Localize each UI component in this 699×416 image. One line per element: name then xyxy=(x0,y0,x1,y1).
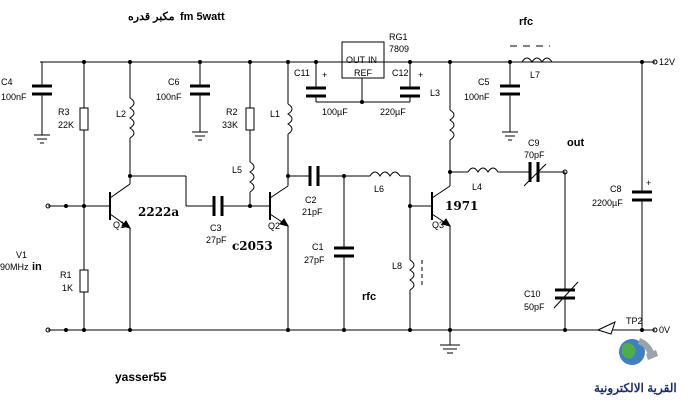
c6-name: C6 xyxy=(168,77,180,87)
ground-rail-label: 0V xyxy=(659,325,670,335)
c5-name: C5 xyxy=(478,77,490,87)
l3-name: L3 xyxy=(430,88,440,98)
c5-value: 100nF xyxy=(464,92,490,102)
c11-value: 100µF xyxy=(322,107,348,117)
watermark-text: القرية الالكترونية xyxy=(594,381,677,396)
c10-value: 50pF xyxy=(524,302,545,312)
supply-rail-label: 12V xyxy=(659,57,675,67)
q1-part: 2222a xyxy=(138,205,179,219)
out-label: out xyxy=(567,137,584,149)
v1-value: 90MHz xyxy=(0,262,29,272)
c11-plus: + xyxy=(322,70,327,80)
c9-name: C9 xyxy=(528,138,540,148)
c12-value: 220µF xyxy=(380,107,406,117)
c10-name: C10 xyxy=(524,289,541,299)
rg1-value: 7809 xyxy=(389,44,409,54)
c8-value: 2200µF xyxy=(592,198,623,208)
regulator-box xyxy=(341,41,385,79)
r1-name: R1 xyxy=(60,270,72,280)
author-label: yasser55 xyxy=(115,370,167,384)
l8-name: L8 xyxy=(392,261,402,271)
title-arabic: مكبر قدره xyxy=(128,11,175,23)
c1-name: C1 xyxy=(312,242,324,252)
rg1-name: RG1 xyxy=(389,32,408,42)
tp2-name: TP2 xyxy=(626,316,643,326)
rg1-pin-out: OUT xyxy=(346,55,366,65)
q1-name: Q1 xyxy=(113,220,125,230)
l6-name: L6 xyxy=(374,184,384,194)
q2-name: Q2 xyxy=(268,221,280,231)
wires xyxy=(32,41,658,354)
c1-value: 27pF xyxy=(304,255,325,265)
l4-name: L4 xyxy=(472,182,482,192)
input-label: in xyxy=(32,261,42,273)
r2-value: 33K xyxy=(222,120,238,130)
l7-name: L7 xyxy=(530,70,540,80)
r3-value: 22K xyxy=(58,120,74,130)
l1-name: L1 xyxy=(270,109,280,119)
c8-name: C8 xyxy=(610,184,622,194)
l5-name: L5 xyxy=(232,165,242,175)
v1-name: V1 xyxy=(16,250,27,260)
rfc-top-label: rfc xyxy=(519,16,533,28)
c4-value: 100nF xyxy=(1,92,27,102)
c3-value: 27pF xyxy=(206,235,227,245)
c9-value: 70pF xyxy=(524,150,545,160)
q3-name: Q3 xyxy=(432,220,444,230)
q3-part: 1971 xyxy=(445,199,478,213)
c4-name: C4 xyxy=(1,77,13,87)
r1-value: 1K xyxy=(62,283,73,293)
c11-name: C11 xyxy=(294,68,310,78)
q2-part: c2053 xyxy=(232,239,273,253)
c12-plus: + xyxy=(418,70,423,80)
rg1-pin-in: IN xyxy=(368,55,377,65)
c12-name: C12 xyxy=(392,68,409,78)
c8-plus: + xyxy=(646,178,651,188)
watermark-logo xyxy=(619,338,658,365)
c2-name: C2 xyxy=(305,195,317,205)
junctions xyxy=(64,60,644,332)
title-text: fm 5watt xyxy=(180,11,225,23)
r2-name: R2 xyxy=(226,107,238,117)
rg1-pin-ref: REF xyxy=(354,68,373,78)
r3-name: R3 xyxy=(58,107,70,117)
c2-value: 21pF xyxy=(302,207,323,217)
l2-name: L2 xyxy=(116,109,126,119)
c6-value: 100nF xyxy=(156,92,182,102)
rfc-mid-label: rfc xyxy=(362,291,376,303)
c3-name: C3 xyxy=(210,223,222,233)
